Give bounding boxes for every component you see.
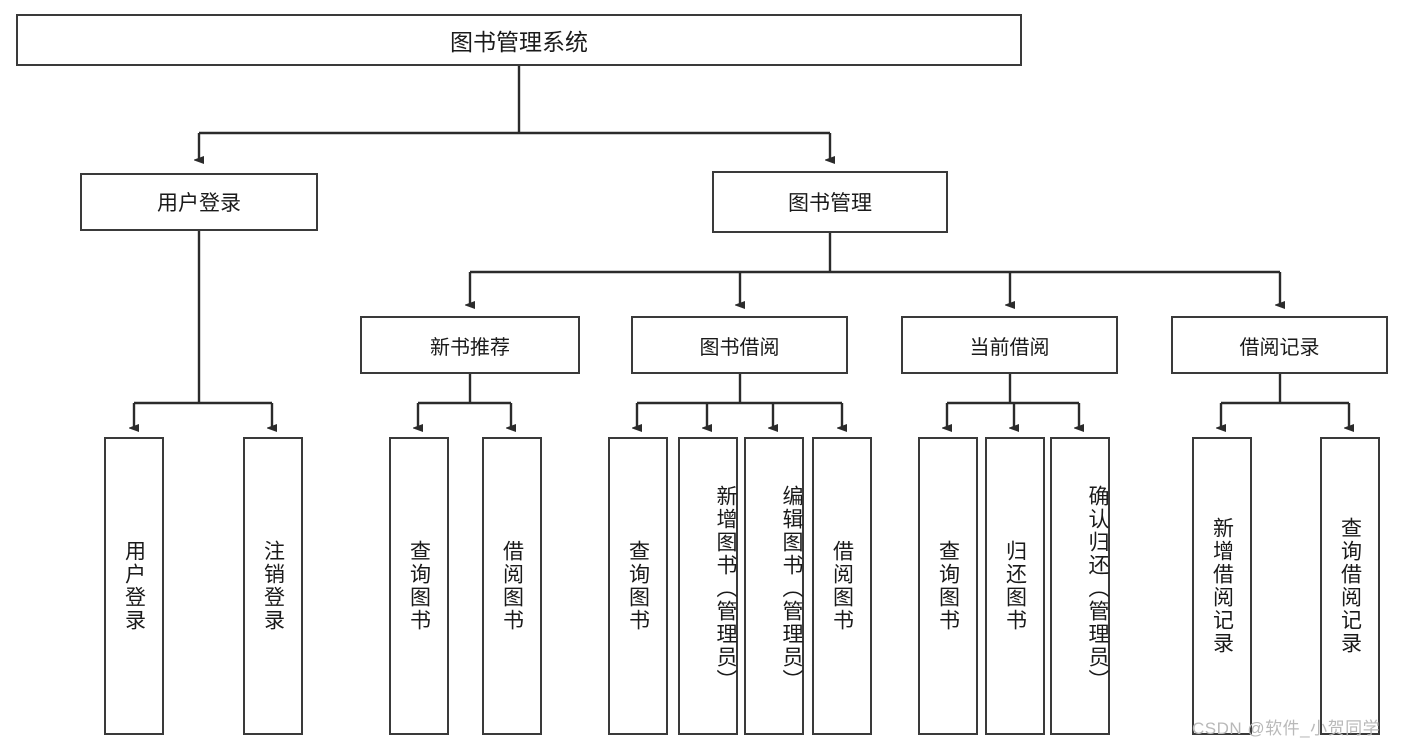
leaf-confirm-return-admin[interactable]: 确认归还（管理员） [1050,437,1110,735]
leaf-current-query-book-label: 查询图书 [936,540,960,632]
leaf-add-borrow-record[interactable]: 新增借阅记录 [1192,437,1252,735]
leaf-borrow-borrow-book[interactable]: 借阅图书 [812,437,872,735]
node-new-book-recommend-label: 新书推荐 [430,336,510,359]
node-book-management-label: 图书管理 [788,192,872,215]
node-user-login-label: 用户登录 [157,192,241,215]
leaf-recommend-borrow-book[interactable]: 借阅图书 [482,437,542,735]
leaf-current-query-book[interactable]: 查询图书 [918,437,978,735]
node-current-borrow[interactable]: 当前借阅 [901,316,1118,374]
leaf-user-login-label: 用户登录 [122,540,146,632]
node-book-management[interactable]: 图书管理 [712,171,948,233]
leaf-recommend-query-book-label: 查询图书 [407,540,431,632]
leaf-recommend-borrow-book-label: 借阅图书 [500,540,524,632]
node-borrow-record[interactable]: 借阅记录 [1171,316,1388,374]
leaf-return-book-label: 归还图书 [1003,540,1027,632]
leaf-confirm-return-admin-label: 确认归还（管理员） [1086,484,1109,692]
csdn-watermark: CSDN @软件_小贺同学 [1192,719,1381,738]
node-borrow-record-label: 借阅记录 [1239,336,1320,359]
leaf-return-book[interactable]: 归还图书 [985,437,1045,735]
leaf-user-login[interactable]: 用户登录 [104,437,164,735]
node-book-borrow-label: 图书借阅 [699,336,780,359]
leaf-logout[interactable]: 注销登录 [243,437,303,735]
leaf-add-book-admin-label: 新增图书（管理员） [714,484,737,692]
node-new-book-recommend[interactable]: 新书推荐 [360,316,580,374]
leaf-edit-book-admin[interactable]: 编辑图书（管理员） [744,437,804,735]
leaf-query-borrow-record[interactable]: 查询借阅记录 [1320,437,1380,735]
leaf-borrow-borrow-book-label: 借阅图书 [830,540,854,632]
leaf-add-book-admin[interactable]: 新增图书（管理员） [678,437,738,735]
leaf-query-borrow-record-label: 查询借阅记录 [1338,517,1362,655]
leaf-borrow-query-book-label: 查询图书 [626,540,650,632]
node-user-login[interactable]: 用户登录 [80,173,318,231]
node-current-borrow-label: 当前借阅 [969,336,1050,359]
node-root[interactable]: 图书管理系统 [16,14,1022,66]
leaf-edit-book-admin-label: 编辑图书（管理员） [780,484,803,692]
node-root-label: 图书管理系统 [450,29,588,55]
leaf-add-borrow-record-label: 新增借阅记录 [1210,517,1234,655]
leaf-recommend-query-book[interactable]: 查询图书 [389,437,449,735]
leaf-logout-label: 注销登录 [261,540,285,632]
leaf-borrow-query-book[interactable]: 查询图书 [608,437,668,735]
node-book-borrow[interactable]: 图书借阅 [631,316,848,374]
